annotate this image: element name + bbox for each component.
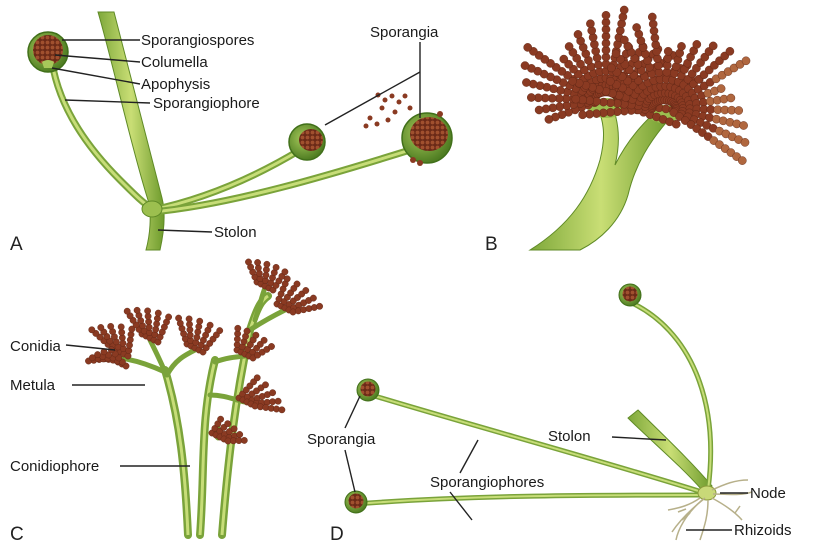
panel-letter-b: B bbox=[485, 234, 498, 255]
label-conidia: Conidia bbox=[10, 338, 62, 355]
panel-a: Sporangiospores Columella Apophysis Spor… bbox=[10, 12, 452, 255]
label-metula: Metula bbox=[10, 377, 56, 394]
panel-d-stolon-shape bbox=[628, 410, 712, 490]
panel-letter-a: A bbox=[10, 234, 23, 255]
panel-letter-c: C bbox=[10, 524, 24, 545]
panel-d-sporangium-top bbox=[619, 284, 641, 306]
label-node: Node bbox=[750, 485, 786, 502]
label-columella: Columella bbox=[141, 54, 208, 71]
panel-d-sporangium-left-upper bbox=[357, 379, 379, 401]
label-sporangia-d: Sporangia bbox=[307, 431, 376, 448]
panel-c: Conidia Metula Conidiophore C bbox=[10, 259, 323, 545]
label-rhizoids: Rhizoids bbox=[734, 522, 792, 539]
label-sporangiospores: Sporangiospores bbox=[141, 32, 254, 49]
panel-a-sporangium-middle bbox=[289, 124, 325, 160]
panel-d: Sporangia Stolon Sporangiophores Node Rh… bbox=[307, 284, 792, 545]
label-apophysis: Apophysis bbox=[141, 76, 210, 93]
panel-a-sporangium-right bbox=[402, 111, 452, 166]
panel-letter-d: D bbox=[330, 524, 344, 545]
panel-a-sporangium-large bbox=[28, 32, 68, 72]
label-sporangiophores: Sporangiophores bbox=[430, 474, 544, 491]
panel-b-stalk-shape bbox=[530, 105, 672, 250]
label-stolon-d: Stolon bbox=[548, 428, 591, 445]
label-sporangia-a: Sporangia bbox=[370, 24, 439, 41]
label-conidiophore: Conidiophore bbox=[10, 458, 99, 475]
panel-d-sporangium-left-lower bbox=[345, 491, 367, 513]
label-stolon-a: Stolon bbox=[214, 224, 257, 241]
panel-a-released-spores bbox=[364, 93, 413, 129]
panel-b: B bbox=[485, 6, 750, 255]
label-sporangiophore: Sporangiophore bbox=[153, 95, 260, 112]
